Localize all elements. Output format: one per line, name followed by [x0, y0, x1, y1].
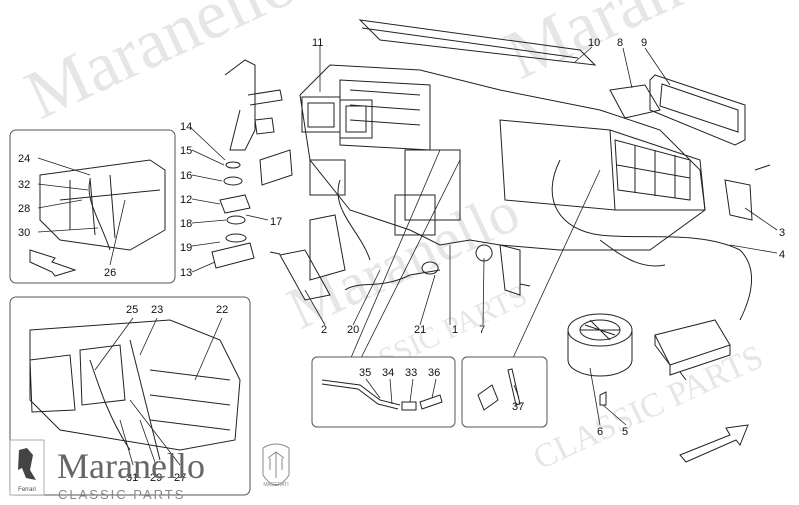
blower-motor-6 — [567, 313, 633, 377]
callout-23: 23 — [151, 304, 163, 316]
callout-20: 20 — [347, 324, 359, 336]
callout-29: 29 — [150, 472, 162, 484]
small-parts-cluster — [211, 59, 441, 301]
callout-19: 19 — [180, 242, 192, 254]
callout-21: 21 — [414, 324, 426, 336]
watermark-text-1: Maranello — [14, 0, 307, 135]
inset-clip: 37 — [461, 356, 548, 428]
callout-16: 16 — [180, 170, 192, 182]
callout-2: 2 — [321, 324, 327, 336]
callout-34: 34 — [382, 367, 394, 379]
ferrari-text: Ferrari — [18, 487, 36, 493]
inset-arrow-1 — [29, 249, 77, 277]
inset-box-4 — [461, 356, 548, 428]
filter-8 — [609, 84, 661, 119]
callout-7: 7 — [479, 324, 485, 336]
callout-32: 32 — [18, 179, 30, 191]
callout-27: 27 — [174, 472, 186, 484]
callout-10: 10 — [588, 37, 600, 49]
callout-4: 4 — [779, 249, 785, 261]
callout-8: 8 — [617, 37, 623, 49]
ac-unit-main — [299, 19, 753, 321]
callout-24: 24 — [18, 153, 30, 165]
direction-arrow — [679, 424, 749, 463]
callout-14: 14 — [180, 121, 192, 133]
callout-9: 9 — [641, 37, 647, 49]
callouts-main: 1 2 3 4 5 6 7 8 9 10 11 12 13 14 15 16 1… — [180, 37, 785, 438]
callout-12: 12 — [180, 194, 192, 206]
callout-15: 15 — [180, 145, 192, 157]
callout-5: 5 — [622, 426, 628, 438]
prancing-horse-icon — [18, 448, 36, 480]
callout-30: 30 — [18, 227, 30, 239]
callout-25: 25 — [126, 304, 138, 316]
callout-36: 36 — [428, 367, 440, 379]
leader-lines — [189, 46, 778, 426]
callout-18: 18 — [180, 218, 192, 230]
callout-26: 26 — [104, 267, 116, 279]
inset-hose: 35 34 33 36 — [311, 356, 456, 428]
callout-13: 13 — [180, 267, 192, 279]
inset-box-3 — [311, 356, 456, 428]
maserati-text: MASERATI — [263, 482, 288, 488]
callout-31: 31 — [126, 472, 138, 484]
branding: Ferrari Maranello CLASSIC PARTS MASERATI — [9, 439, 290, 502]
inset-top-left: 24 32 28 30 26 — [9, 129, 176, 284]
bracket-3 — [724, 164, 771, 221]
watermark-sub-2: CLASSIC PARTS — [528, 338, 769, 477]
callout-17: 17 — [270, 216, 282, 228]
filter-parts — [609, 74, 746, 146]
brand-name: Maranello — [57, 446, 205, 486]
brand-sub: CLASSIC PARTS — [58, 487, 185, 502]
callout-11: 11 — [312, 37, 323, 49]
control-unit-4 — [654, 319, 731, 376]
inset-box-2 — [9, 296, 251, 496]
callout-37: 37 — [512, 401, 524, 413]
callout-33: 33 — [405, 367, 417, 379]
callout-6: 6 — [597, 426, 603, 438]
callout-35: 35 — [359, 367, 371, 379]
callout-28: 28 — [18, 203, 30, 215]
trident-icon — [267, 451, 285, 478]
inset-bottom-left: 25 23 22 31 29 27 — [9, 296, 251, 496]
callout-3: 3 — [779, 227, 785, 239]
callout-1: 1 — [452, 324, 458, 336]
callout-22: 22 — [216, 304, 228, 316]
gasket-9 — [649, 74, 746, 146]
